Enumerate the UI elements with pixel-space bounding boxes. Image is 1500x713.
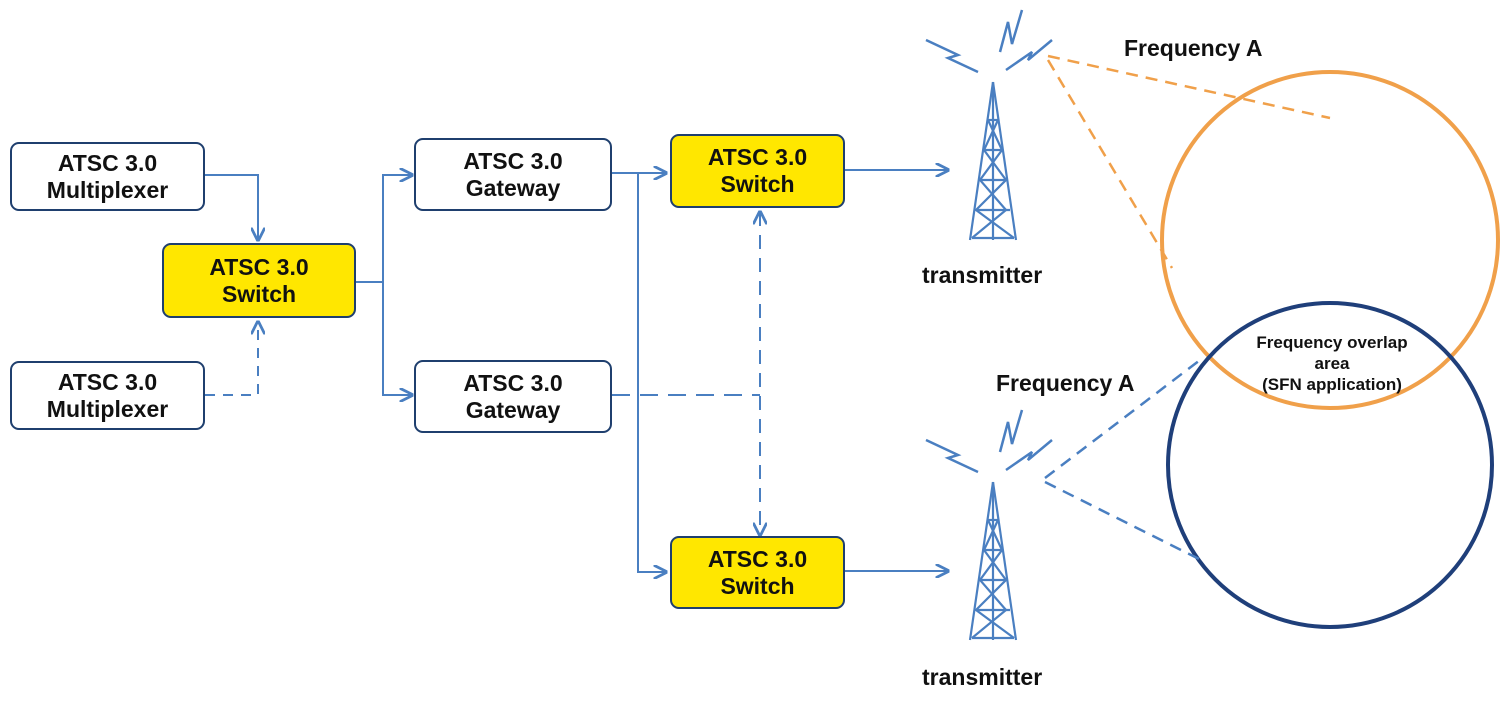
- switch-top: ATSC 3.0 Switch: [670, 134, 845, 208]
- link-gateway1-to-switch-bottom: [637, 173, 666, 572]
- transmitter-tower-icon: [968, 81, 1018, 241]
- coverage-circle-frequency-a-top: [1160, 70, 1500, 410]
- switch-bottom-line1: ATSC 3.0: [707, 545, 808, 572]
- transmitter-label-bottom: transmitter: [922, 664, 1043, 690]
- multiplexer-1-line2: Multiplexer: [46, 176, 169, 203]
- beam-line-top-upper: [1047, 54, 1331, 120]
- transmitter-label-top: transmitter: [922, 262, 1043, 288]
- multiplexer-2-line1: ATSC 3.0: [57, 368, 158, 395]
- beam-line-bottom-upper: [1044, 359, 1201, 479]
- switch-bottom: ATSC 3.0 Switch: [670, 536, 845, 609]
- switch-top-line2: Switch: [720, 171, 795, 197]
- transmitter-tower-icon: [968, 481, 1018, 641]
- link-mux1-to-switch: [205, 174, 258, 240]
- beam-line-bottom-lower: [1044, 480, 1206, 564]
- overlap-line1: Frequency overlap: [1256, 333, 1408, 352]
- multiplexer-1: ATSC 3.0 Multiplexer: [10, 142, 205, 211]
- switch-bottom-line2: Switch: [720, 572, 795, 599]
- overlap-line2: area: [1314, 354, 1350, 373]
- gateway-2-line2: Gateway: [465, 396, 561, 423]
- frequency-label-bottom: Frequency A: [996, 370, 1135, 396]
- multiplexer-2: ATSC 3.0 Multiplexer: [10, 361, 205, 430]
- gateway-2-line1: ATSC 3.0: [463, 369, 563, 396]
- switch-main-line1: ATSC 3.0: [209, 253, 309, 280]
- switch-main: ATSC 3.0 Switch: [162, 243, 356, 318]
- overlap-line3: (SFN application): [1262, 375, 1402, 394]
- lightning-signal-icon: [925, 9, 1053, 74]
- gateway-2: ATSC 3.0 Gateway: [414, 360, 612, 433]
- coverage-circle-frequency-a-bottom: [1166, 301, 1494, 629]
- frequency-label-top: Frequency A: [1124, 35, 1263, 61]
- gateway-1-line1: ATSC 3.0: [463, 147, 563, 174]
- switch-main-line2: Switch: [221, 280, 297, 307]
- overlap-area-label: Frequency overlap area (SFN application): [1232, 332, 1432, 395]
- gateway-1-line2: Gateway: [465, 174, 561, 201]
- link-mux2-to-switch-dashed: [205, 322, 258, 396]
- link-switch-to-gateway2: [382, 282, 412, 395]
- lightning-signal-icon: [925, 409, 1053, 474]
- multiplexer-2-line2: Multiplexer: [46, 395, 169, 422]
- switch-top-line1: ATSC 3.0: [707, 144, 808, 170]
- link-switch-to-gateway1: [356, 175, 412, 283]
- beam-line-top-lower: [1046, 59, 1174, 269]
- multiplexer-1-line1: ATSC 3.0: [57, 149, 158, 176]
- gateway-1: ATSC 3.0 Gateway: [414, 138, 612, 211]
